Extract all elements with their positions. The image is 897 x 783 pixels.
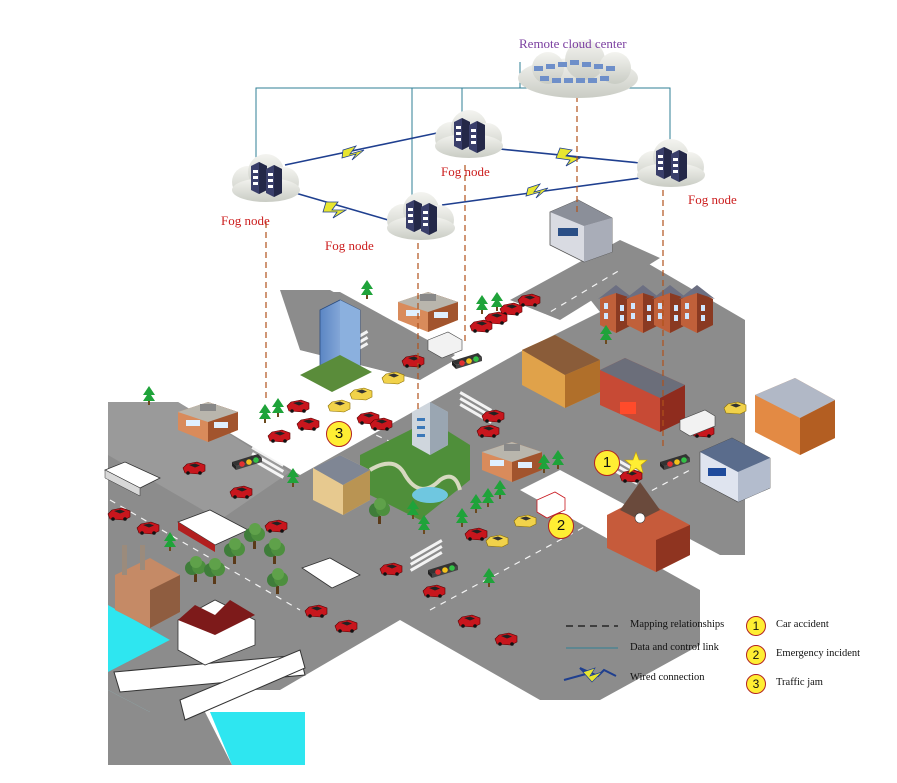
accident-star [624,451,648,474]
fog-node-label-1: Fog node [221,213,270,228]
shop-north [398,292,458,332]
legend-incident-3-label: Traffic jam [776,677,823,688]
incident-badge-3: 3 [326,421,352,447]
legend-symbols [563,625,618,683]
apartment-block [313,455,370,515]
legend-mapping-label: Mapping relationships [630,619,725,630]
legend-incident-2-label: Emergency incident [776,648,861,659]
factory [115,545,256,666]
skyscraper [300,299,372,392]
legend-data-link-label: Data and control link [630,642,719,653]
legend-badge-3: 3 [746,674,766,694]
fog-node-cloud-1 [232,154,300,202]
mapping-relationships [265,86,664,450]
fog-node-label-3: Fog node [325,238,374,253]
river-right [210,712,305,765]
wired-bolts [322,145,582,219]
fire-station [600,358,685,432]
round-tower [412,402,448,455]
bus-east [679,409,716,437]
gas-station [104,461,361,589]
fog-node-cloud-4 [637,139,705,187]
church [607,482,690,572]
cloud-center-label: Remote cloud center [519,36,627,51]
incident-badge-1: 1 [594,450,620,476]
legend-badge-1: 1 [746,616,766,636]
legend-wired-label: Wired connection [630,672,705,683]
fog-node-label-2: Fog node [441,164,490,179]
fog-node-cloud-3 [387,192,455,240]
traffic-light-north [452,353,482,369]
bus-north [427,331,463,359]
fog-node-cloud-2 [435,110,503,158]
right-mansion [755,378,835,455]
datacenter-building [549,199,613,263]
legend-badge-2: 2 [746,645,766,665]
brick-complex [522,335,600,408]
ambulance [536,491,566,519]
incident-badge-2: 2 [548,513,574,539]
remote-cloud-center [518,40,638,98]
legend-incident-1-label: Car accident [776,619,829,630]
police-station [699,437,771,503]
fog-node-label-4: Fog node [688,192,737,207]
